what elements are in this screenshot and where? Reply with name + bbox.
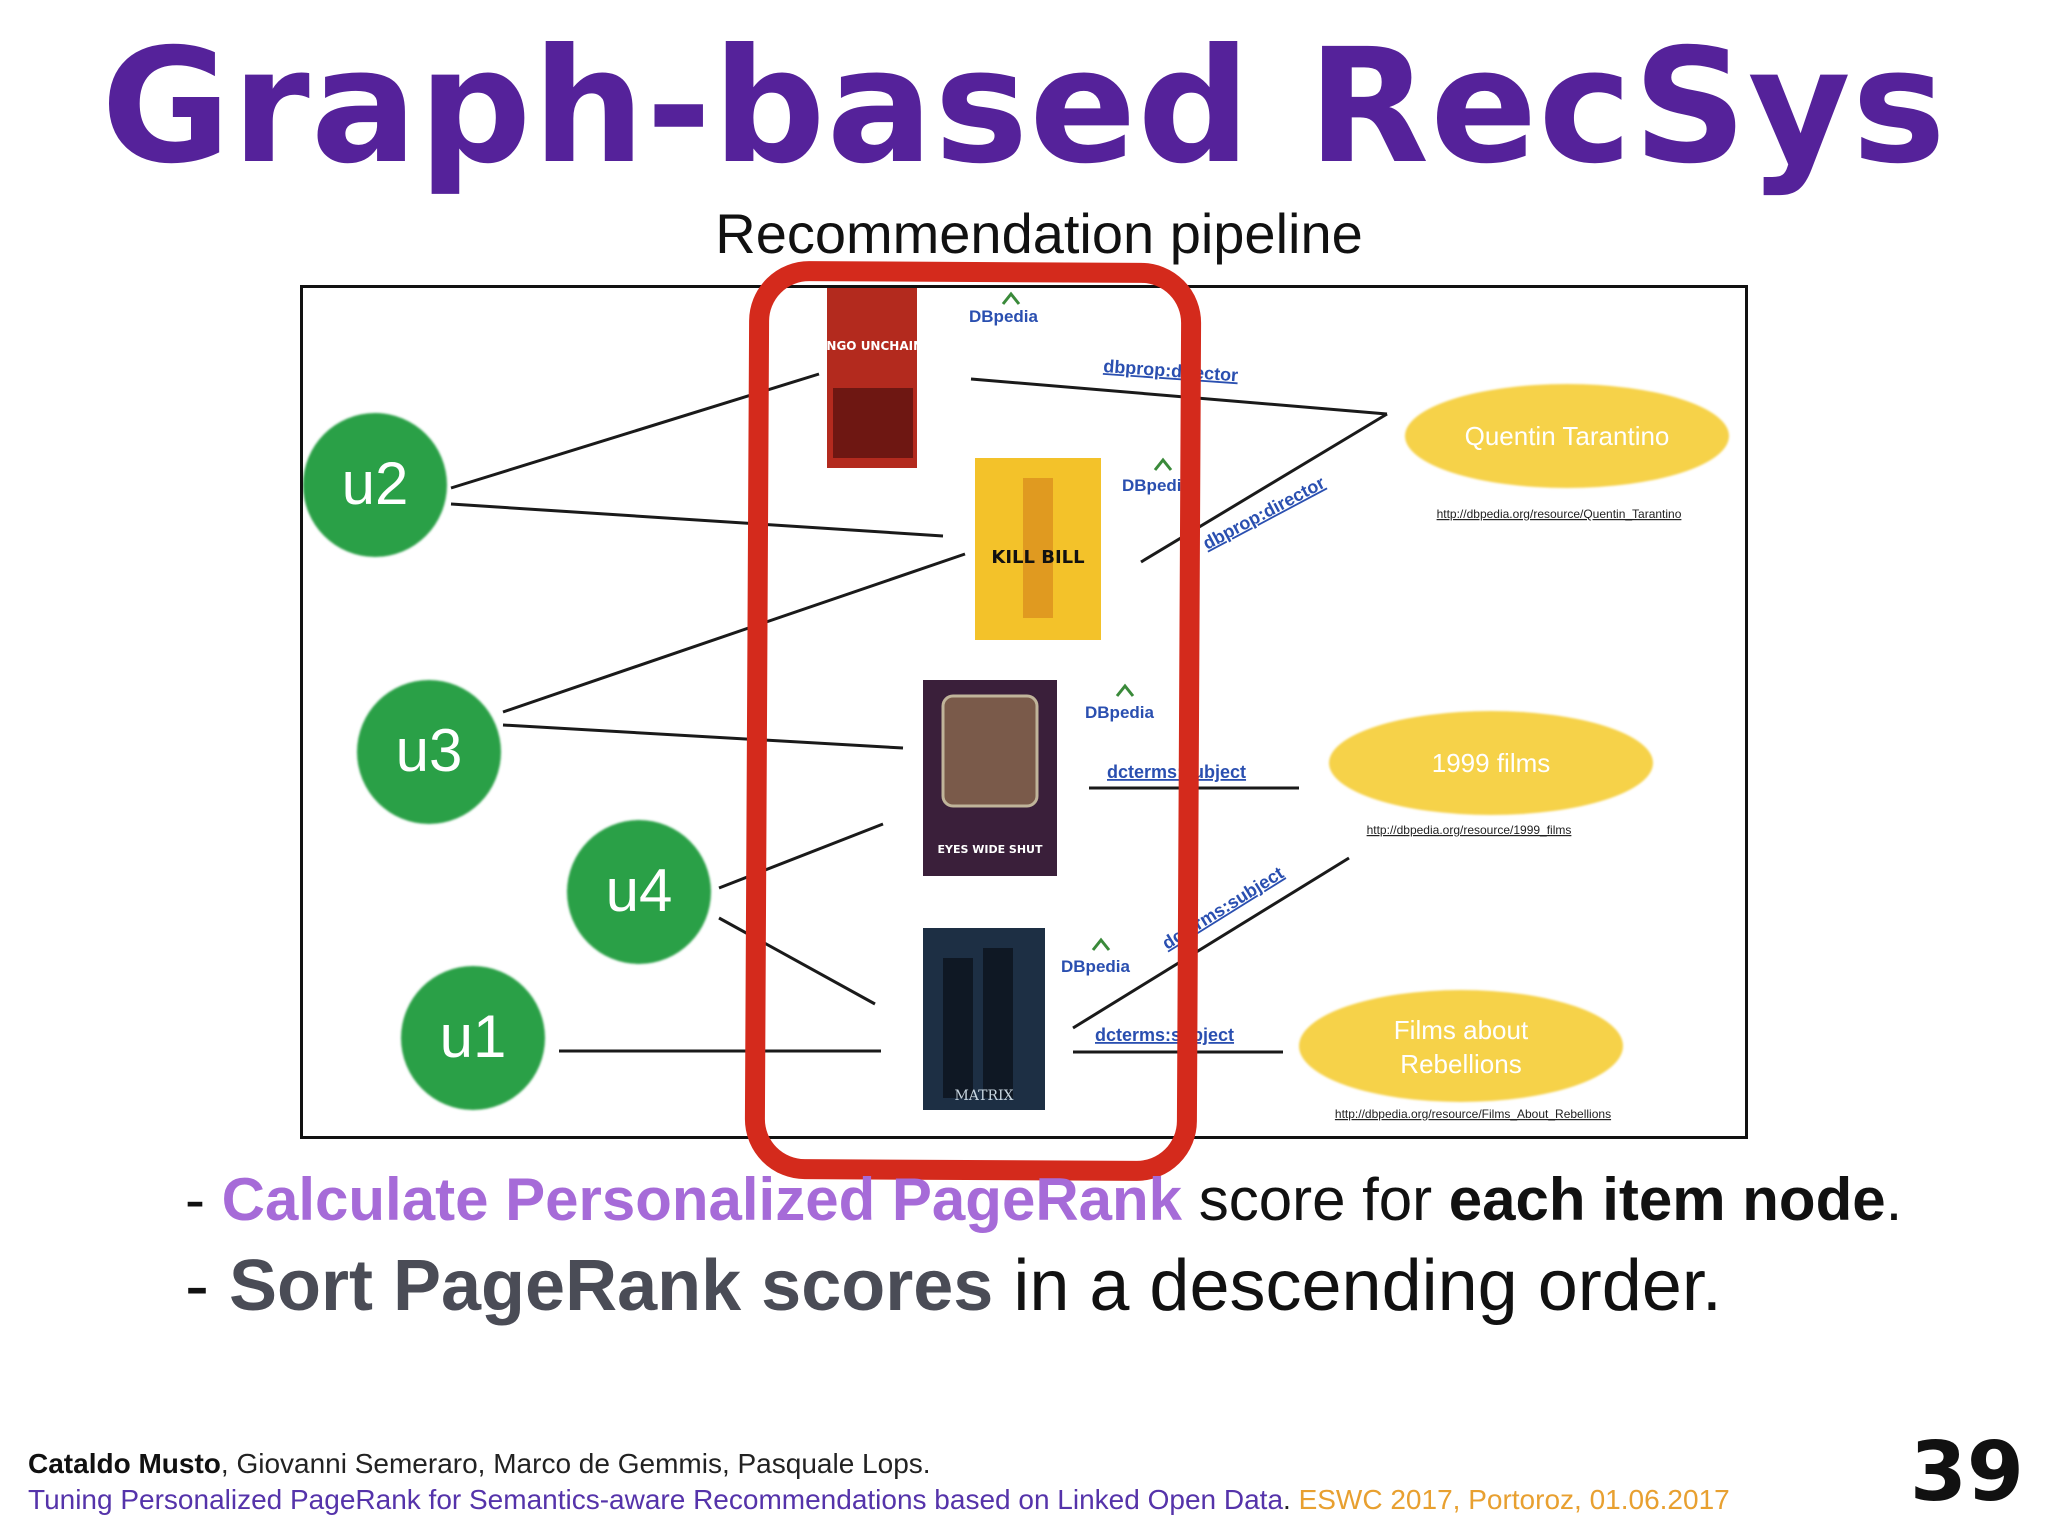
poster-django-unchained: DJANGO UNCHAINED	[803, 288, 942, 468]
pipeline-diagram: u2 u3 u4 u1 DJANGO UNCHAINED KILL BILL	[300, 285, 1748, 1139]
footer-citation: Tuning Personalized PageRank for Semanti…	[28, 1484, 1730, 1515]
bullet-sort-scores: - Sort PageRank scores in a descending o…	[185, 1246, 1722, 1326]
edge-u4-matrix	[718, 916, 876, 1006]
poster-title: MATRIX	[954, 1088, 1013, 1104]
poster-matrix: MATRIX	[923, 928, 1045, 1110]
entity-label: Rebellions	[1400, 1049, 1521, 1079]
property-label: dbprop:director	[1199, 472, 1328, 553]
poster-kill-bill: KILL BILL	[975, 458, 1101, 640]
slide-title: Graph-based RecSys	[101, 15, 1947, 199]
edge-u3-eyes	[502, 723, 904, 750]
svg-text:DBpedia: DBpedia	[969, 307, 1039, 326]
property-label: dcterms:subject	[1095, 1025, 1234, 1045]
edge-django-tarantino	[970, 377, 1388, 416]
poster-eyes-wide-shut: EYES WIDE SHUT	[923, 680, 1057, 876]
poster-title: DJANGO UNCHAINED	[803, 339, 942, 353]
edge-u2-killbill	[450, 502, 944, 538]
user-node-u3: u3	[357, 680, 501, 824]
user-node-u1: u1	[401, 966, 545, 1110]
graph-edges	[450, 372, 1388, 1054]
bullet-calculate-pagerank: - Calculate Personalized PageRank score …	[185, 1166, 1903, 1233]
property-label: dcterms:subject	[1107, 762, 1246, 782]
item-nodes-highlight	[744, 260, 1202, 1182]
user-label: u2	[342, 450, 409, 517]
user-label: u3	[396, 717, 463, 784]
user-node-u2: u2	[303, 413, 447, 557]
entity-url: http://dbpedia.org/resource/Films_About_…	[1335, 1107, 1611, 1121]
entity-label: 1999 films	[1432, 748, 1551, 778]
dbpedia-logo: DBpedia DBpedia DBpedia DBpedia	[969, 307, 1192, 976]
entity-node-films-about-rebellions: Films about Rebellions http://dbpedia.or…	[1299, 990, 1623, 1121]
user-label: u4	[606, 857, 673, 924]
edge-u3-killbill	[502, 552, 966, 714]
entity-url: http://dbpedia.org/resource/1999_films	[1367, 823, 1572, 837]
svg-text:DBpedia: DBpedia	[1085, 703, 1155, 722]
edge-matrix-1999	[1072, 856, 1350, 1030]
entity-node-1999-films: 1999 films http://dbpedia.org/resource/1…	[1329, 711, 1653, 837]
entity-url: http://dbpedia.org/resource/Quentin_Tara…	[1437, 507, 1682, 521]
user-label: u1	[440, 1003, 507, 1070]
user-node-u4: u4	[567, 820, 711, 964]
edge-u2-django	[450, 372, 820, 490]
svg-text:DBpedia: DBpedia	[1061, 957, 1131, 976]
diagram-caption: Recommendation pipeline	[715, 202, 1363, 265]
edge-u4-eyes	[718, 822, 884, 890]
poster-title: KILL BILL	[991, 547, 1084, 568]
page-number: 39	[1909, 1425, 2024, 1520]
footer-authors: Cataldo Musto, Giovanni Semeraro, Marco …	[28, 1448, 931, 1479]
entity-label: Quentin Tarantino	[1465, 421, 1670, 451]
entity-node-quentin-tarantino: Quentin Tarantino http://dbpedia.org/res…	[1405, 384, 1729, 521]
entity-label: Films about	[1394, 1015, 1529, 1045]
svg-text:DBpedia: DBpedia	[1122, 476, 1192, 495]
poster-title: EYES WIDE SHUT	[937, 843, 1043, 856]
edge-killbill-tarantino	[1140, 412, 1388, 564]
dbpedia-logo-icon	[1001, 291, 1173, 951]
